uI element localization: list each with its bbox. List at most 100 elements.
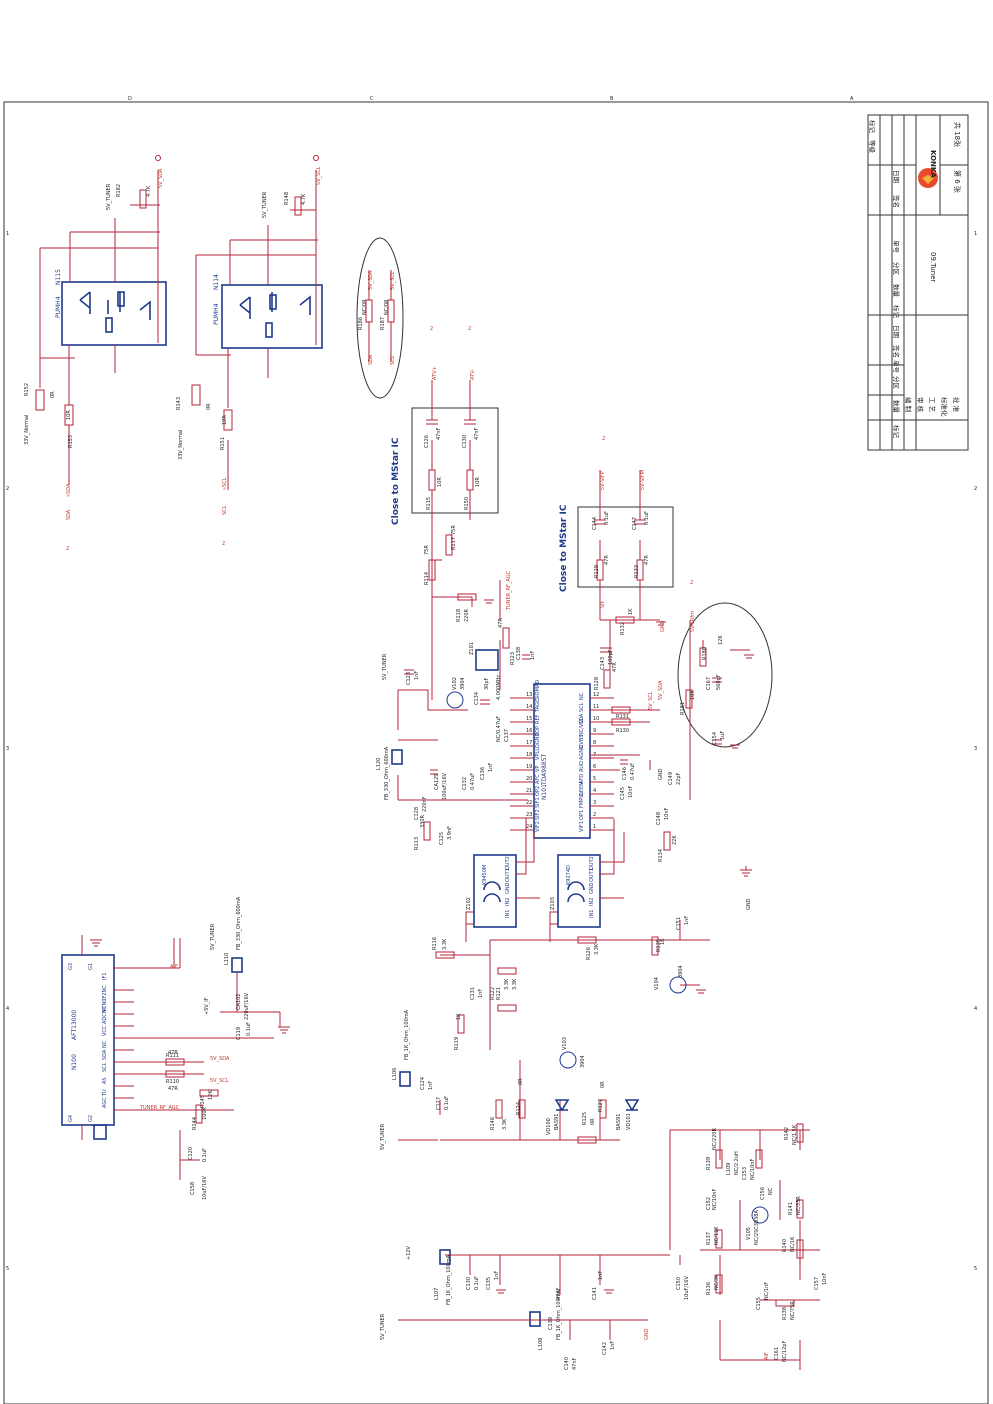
svg-text:C142: C142 (602, 1342, 608, 1355)
atv-plus-label: ATV+ (432, 366, 438, 380)
ground-symbols (90, 599, 754, 1294)
tda-pinl-1: TAGC (535, 698, 541, 713)
svg-text:R127: R127 (598, 1099, 604, 1112)
svg-text:1K: 1K (660, 938, 666, 945)
svg-text:NC/2SC3838A: NC/2SC3838A (754, 1210, 760, 1245)
svg-text:560pF: 560pF (716, 674, 722, 690)
svg-text:L110: L110 (224, 953, 230, 965)
svg-text:R128: R128 (594, 677, 600, 690)
svg-text:C127: C127 (436, 1097, 442, 1110)
svg-text:SDA: SDA (368, 354, 374, 365)
svg-text:C: C (370, 96, 374, 102)
n114-5v-tuner: 5V_TUNER (262, 191, 268, 218)
z102-pin-0: OUT2 (505, 856, 511, 870)
hdr-cell-6: 数量 (892, 284, 901, 298)
tda-pinr-5: AGND (579, 745, 585, 760)
n115-sda: SDA (66, 509, 72, 520)
svg-text:47R: 47R (644, 555, 650, 565)
svg-text:0.1uF: 0.1uF (444, 1096, 450, 1110)
svg-text:FB_330_Ohm_600mA: FB_330_Ohm_600mA (236, 896, 242, 950)
agc-area: R114 75R R117 75R R118 220R TUNER_RF_AGC… (424, 520, 536, 742)
tda-pnl-4: 17 (526, 740, 532, 746)
atv-minus-label: ATV- (470, 369, 476, 380)
tda-pinr-2: SDA (579, 713, 585, 724)
supply-5v-tuner: 5V_TUNER (210, 923, 216, 950)
svg-text:10uF/16V: 10uF/16V (202, 1176, 208, 1200)
svg-text:4.7K: 4.7K (301, 193, 307, 205)
tda-pnl-10: 23 (526, 812, 532, 818)
svg-text:0R: 0R (518, 1078, 524, 1085)
svg-text:2: 2 (468, 326, 471, 332)
svg-text:3904: 3904 (678, 965, 684, 978)
svg-text:FB_330_Ohm_600mA: FB_330_Ohm_600mA (384, 746, 390, 800)
n114-ref: N114 (213, 274, 220, 290)
svg-text:3: 3 (6, 746, 9, 752)
svg-text:C145: C145 (620, 787, 626, 800)
konka-logo: KONKA (918, 150, 938, 188)
svg-text:NC/75R: NC/75R (790, 1301, 796, 1320)
svg-text:3.3K: 3.3K (594, 943, 600, 955)
svg-text:R129: R129 (594, 565, 600, 578)
svg-text:220R: 220R (464, 608, 470, 622)
svg-text:R133: R133 (634, 565, 640, 578)
svg-text:C143: C143 (600, 657, 606, 670)
svg-text:75R: 75R (424, 545, 430, 555)
svg-text:1K: 1K (628, 608, 634, 615)
n114-label: PUMH4 (213, 303, 220, 325)
sheet-name: 09.Tuner (929, 252, 937, 283)
svg-text:30pF: 30pF (484, 677, 490, 690)
svg-text:Z101: Z101 (469, 642, 475, 655)
svg-text:CA129: CA129 (434, 774, 440, 790)
svg-text:V103: V103 (562, 1037, 568, 1050)
tuner-pin-9: TU (102, 1089, 108, 1097)
tda-part: TDA9885T (541, 753, 548, 786)
tda-pinr-0: NC (579, 692, 585, 700)
svg-text:V102: V102 (452, 677, 458, 690)
svg-text:0.47uF: 0.47uF (470, 773, 476, 790)
svg-text:R151: R151 (220, 437, 226, 450)
svg-text:1nF: 1nF (684, 916, 690, 925)
saw-z102: Z102 K9450M OUT2 OUT1 GND IN2 IN1 (466, 854, 517, 928)
svg-text:100uF/16V: 100uF/16V (442, 772, 448, 800)
svg-text:C149: C149 (668, 772, 674, 785)
svg-text:L106: L106 (392, 1068, 398, 1080)
svg-text:NC/12pF: NC/12pF (782, 1341, 788, 1362)
svg-text:R123: R123 (510, 652, 516, 665)
sif-filter: Close to MStar IC C144 0.1uF C147 0.1uF … (559, 436, 693, 635)
tuner-pin-6: SDA (102, 1049, 108, 1060)
hdr-cell-5: 分区 (892, 262, 901, 276)
svg-text:10R: 10R (475, 477, 481, 487)
tuner-pin-2: VTNC (102, 998, 108, 1012)
svg-text:0.1uF: 0.1uF (246, 1022, 252, 1036)
svg-text:2: 2 (66, 546, 69, 552)
z102-ref: Z102 (466, 897, 472, 910)
afc-lrfm-label: 5V-LRfm (690, 611, 696, 632)
svg-text:R126: R126 (586, 947, 592, 960)
n115-5v-tuner: 5V_TUNER (106, 183, 112, 210)
tda-pinr-8: DEEM (579, 782, 585, 796)
tda-right-parts: C143 100pF R128 47R R131 R130 5V_SCL 5V_… (590, 620, 682, 862)
sif-plus-label: 5V-SIFP (600, 471, 606, 490)
gnd-label: GND (746, 898, 752, 910)
total-label: 共 18张 (953, 122, 962, 147)
tda-pinl-0: SIOMAD (535, 680, 541, 700)
role-0: 编 制 (904, 397, 913, 413)
svg-text:R150: R150 (464, 497, 470, 510)
svg-text:R182: R182 (116, 184, 122, 197)
svg-text:3.3K: 3.3K (442, 938, 448, 950)
svg-text:3904: 3904 (460, 677, 466, 690)
svg-text:NC/0.47uF: NC/0.47uF (496, 716, 502, 742)
svg-text:R143: R143 (176, 397, 182, 410)
svg-text:C147: C147 (632, 517, 638, 530)
tda-pinl-4: DGND (535, 733, 541, 748)
svg-text:220uF/16V: 220uF/16V (244, 992, 250, 1020)
svg-text:4: 4 (6, 1006, 9, 1012)
aif-bottom: AIF (764, 1352, 770, 1360)
svg-text:3: 3 (974, 746, 977, 752)
svg-text:10K: 10K (690, 690, 696, 700)
atv-filter: Close to MStar IC C126 47nF C130 47nF R1… (391, 326, 499, 525)
svg-text:C154: C154 (712, 732, 718, 745)
svg-text:10R: 10R (66, 410, 72, 420)
tda-pinl-10: SIF2 (535, 809, 541, 820)
v102-5v-tuner: 5V_TUNER (382, 653, 388, 680)
